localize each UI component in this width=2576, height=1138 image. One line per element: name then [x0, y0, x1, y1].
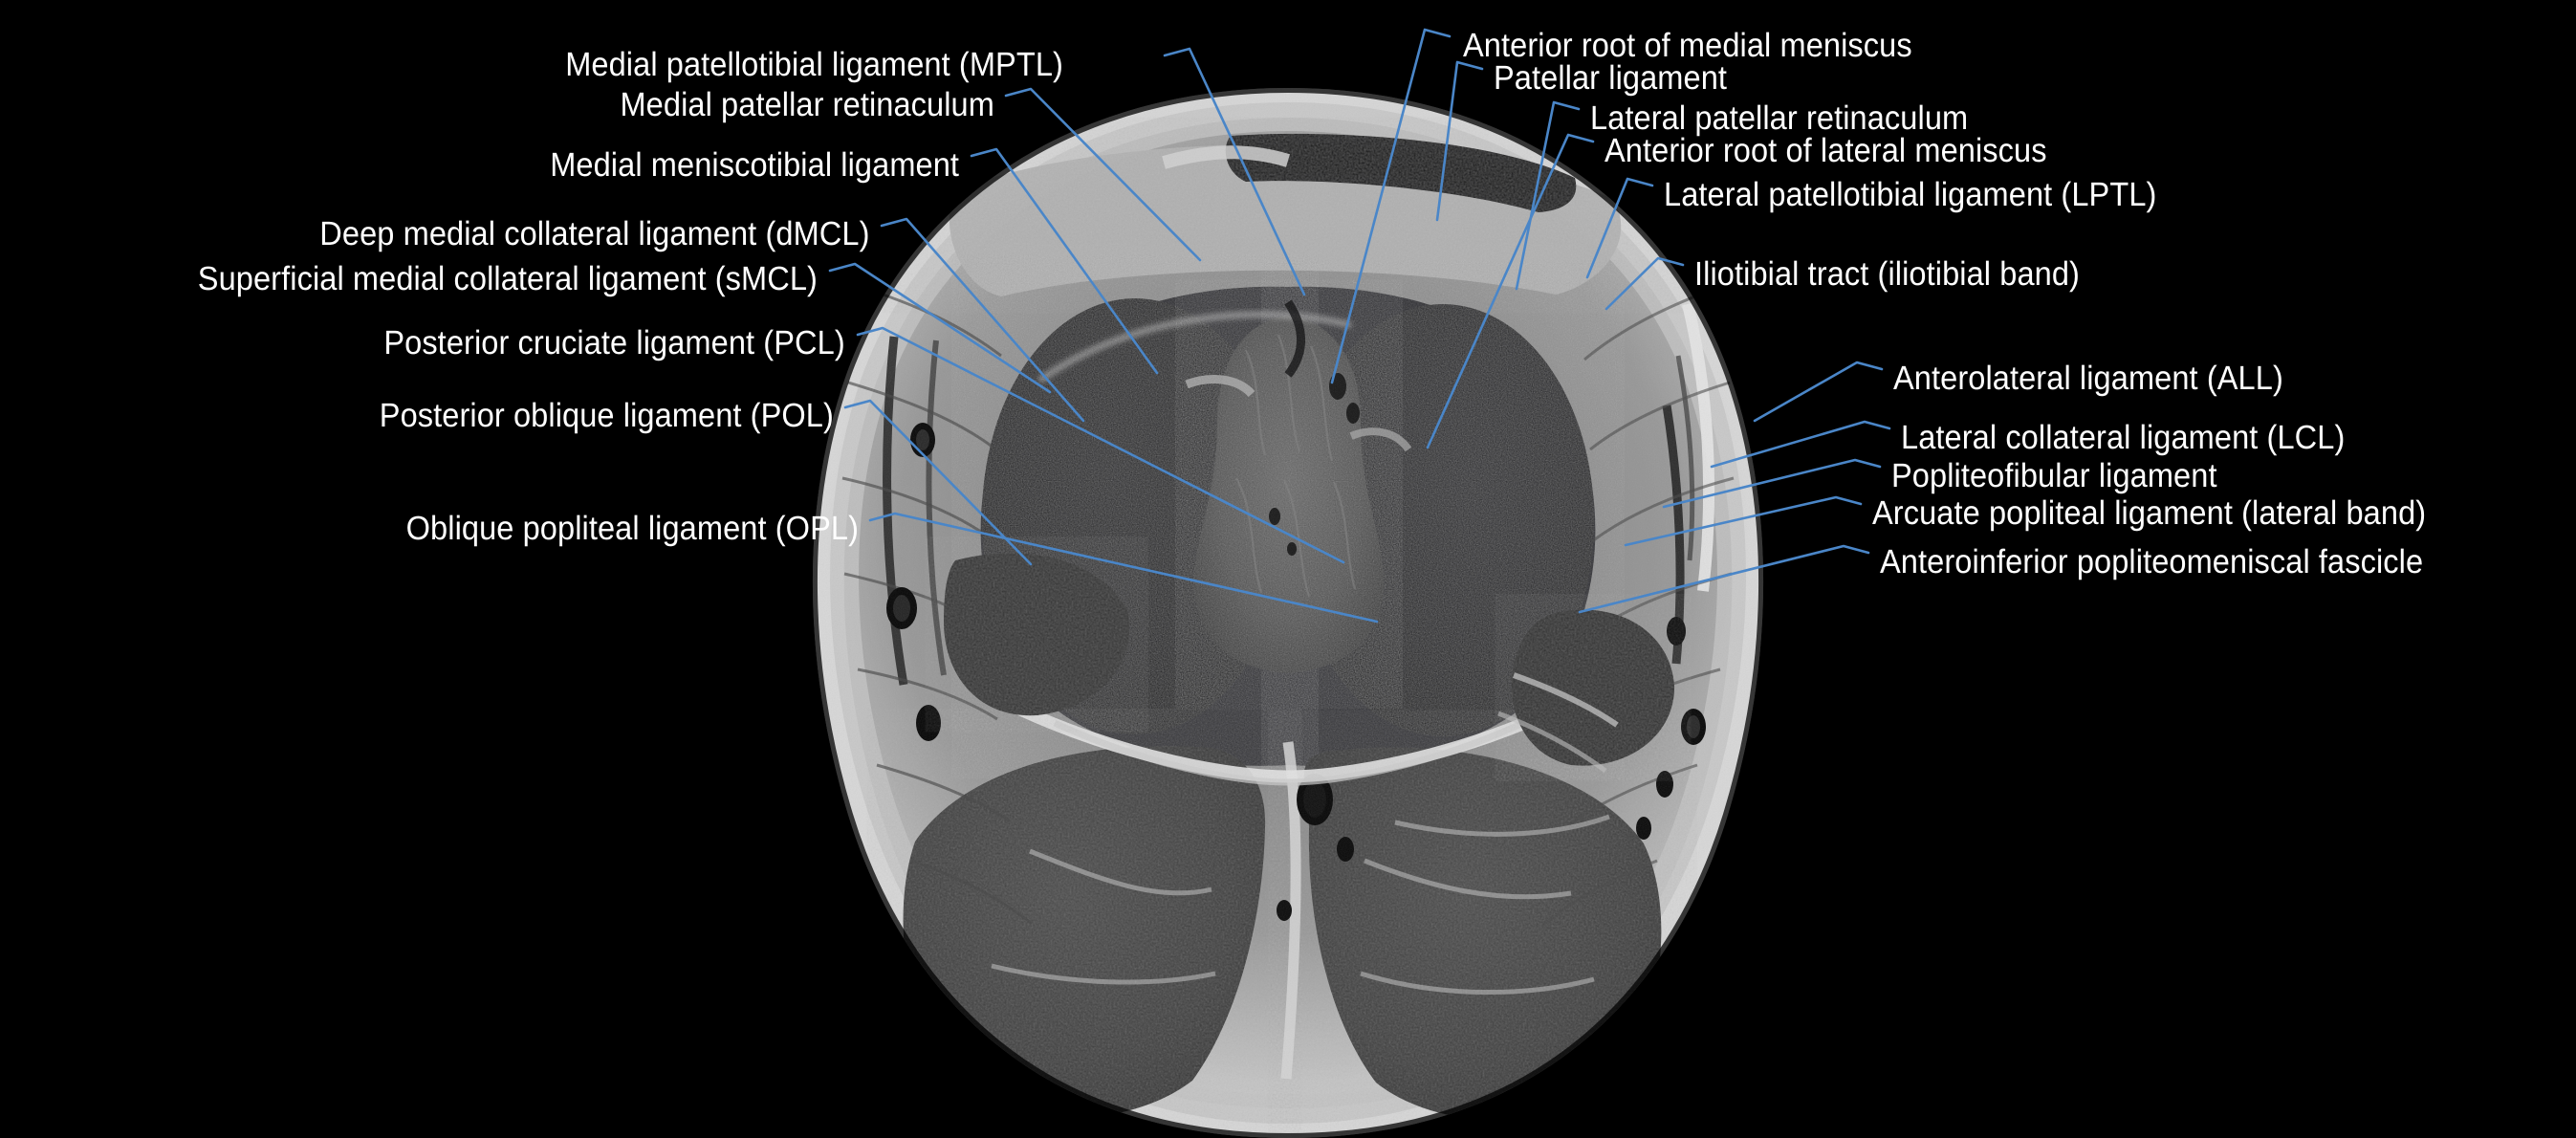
- annotation-label-opl: Oblique popliteal ligament (OPL): [405, 510, 859, 547]
- annotation-label-lpr: Lateral patellar retinaculum: [1590, 99, 1969, 137]
- annotation-label-lcl: Lateral collateral ligament (LCL): [1901, 419, 2346, 456]
- annotation-label-aipmf: Anteroinferior popliteomeniscal fascicle: [1880, 543, 2424, 580]
- annotation-label-arlm: Anterior root of lateral meniscus: [1605, 132, 2047, 169]
- annotation-label-pol: Posterior oblique ligament (POL): [379, 397, 834, 434]
- annotation-label-apl: Arcuate popliteal ligament (lateral band…: [1872, 494, 2427, 532]
- annotation-label-patlig: Patellar ligament: [1494, 59, 1728, 97]
- annotation-label-mpr: Medial patellar retinaculum: [620, 86, 994, 123]
- posterior-muscles: [903, 741, 1662, 1121]
- annotation-label-mptl: Medial patellotibial ligament (MPTL): [565, 46, 1063, 83]
- annotation-label-armm: Anterior root of medial meniscus: [1463, 27, 1912, 64]
- annotation-label-pcl: Posterior cruciate ligament (PCL): [383, 324, 845, 361]
- annotation-label-all: Anterolateral ligament (ALL): [1893, 360, 2283, 397]
- annotation-label-pfl: Popliteofibular ligament: [1891, 457, 2217, 494]
- annotation-label-smcl: Superficial medial collateral ligament (…: [197, 260, 818, 297]
- annotation-label-mmtl: Medial meniscotibial ligament: [550, 146, 959, 184]
- annotation-label-dmcl: Deep medial collateral ligament (dMCL): [319, 215, 870, 252]
- annotation-label-lptl: Lateral patellotibial ligament (LPTL): [1664, 176, 2157, 213]
- annotation-label-itb: Iliotibial tract (iliotibial band): [1694, 255, 2080, 293]
